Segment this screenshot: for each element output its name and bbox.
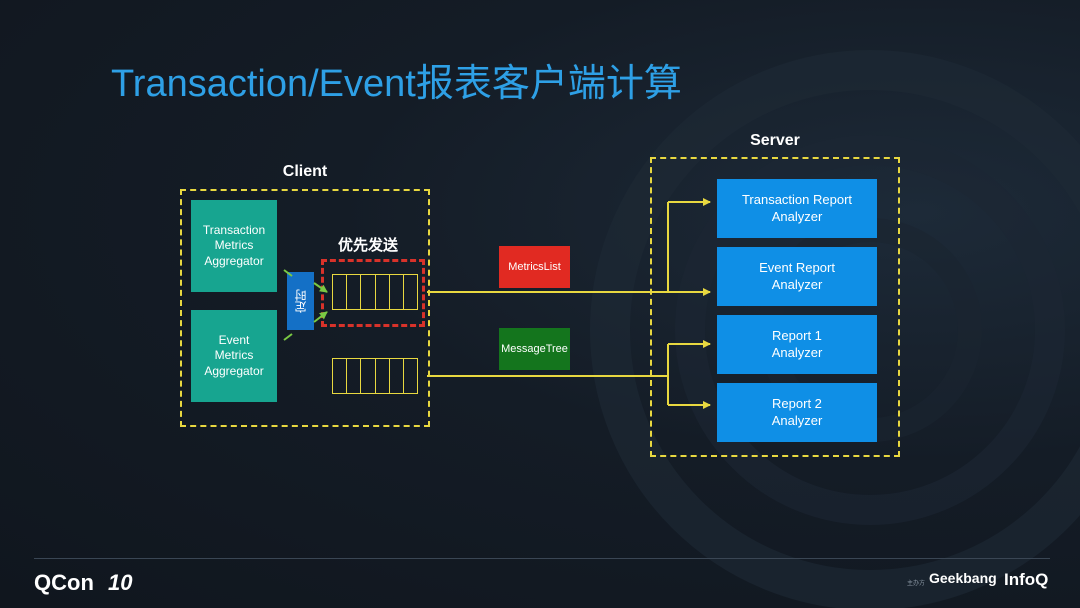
report-2-analyzer: Report 2 Analyzer: [717, 383, 877, 442]
transaction-report-analyzer: Transaction Report Analyzer: [717, 179, 877, 238]
infoq-logo: InfoQ: [1004, 570, 1049, 589]
qcon-logo: QCon: [34, 570, 94, 595]
event-metrics-aggregator: Event Metrics Aggregator: [191, 310, 277, 402]
server-container: [650, 157, 900, 457]
green-arrow-top-out: [313, 282, 328, 293]
green-arrow-bottom-out: [313, 311, 328, 323]
client-container: [180, 189, 430, 427]
footer-divider: [34, 558, 1050, 559]
event-metrics-aggregator-label: Event Metrics Aggregator: [204, 332, 264, 378]
green-arrow-bottom-in: [283, 333, 293, 341]
event-report-analyzer: Event Report Analyzer: [717, 247, 877, 306]
transaction-metrics-aggregator-label: Transaction Metrics Aggregator: [202, 222, 266, 268]
transaction-report-analyzer-label: Transaction Report Analyzer: [741, 191, 853, 224]
qcon-edition: 10: [108, 570, 133, 595]
metrics-list-tag: MetricsList: [499, 246, 570, 288]
page-title: Transaction/Event报表客户端计算: [111, 63, 682, 105]
report-2-analyzer-label: Report 2 Analyzer: [771, 395, 823, 428]
timer-box: 定时: [287, 272, 314, 330]
transaction-metrics-aggregator: Transaction Metrics Aggregator: [191, 200, 277, 292]
priority-send-label: 优先发送: [338, 237, 399, 254]
green-arrow-top-in: [283, 269, 293, 277]
event-report-analyzer-label: Event Report Analyzer: [759, 259, 835, 292]
client-label: Client: [282, 163, 328, 180]
server-label: Server: [750, 132, 800, 149]
metrics-queue: [332, 274, 418, 310]
report-1-analyzer: Report 1 Analyzer: [717, 315, 877, 374]
message-tree-tag: MessageTree: [499, 328, 570, 370]
message-queue: [332, 358, 418, 394]
report-1-analyzer-label: Report 1 Analyzer: [771, 327, 823, 360]
organizer-label: 主办方: [907, 581, 926, 587]
priority-send-outline: [321, 259, 425, 327]
geekbang-logo: Geekbang: [929, 570, 997, 586]
